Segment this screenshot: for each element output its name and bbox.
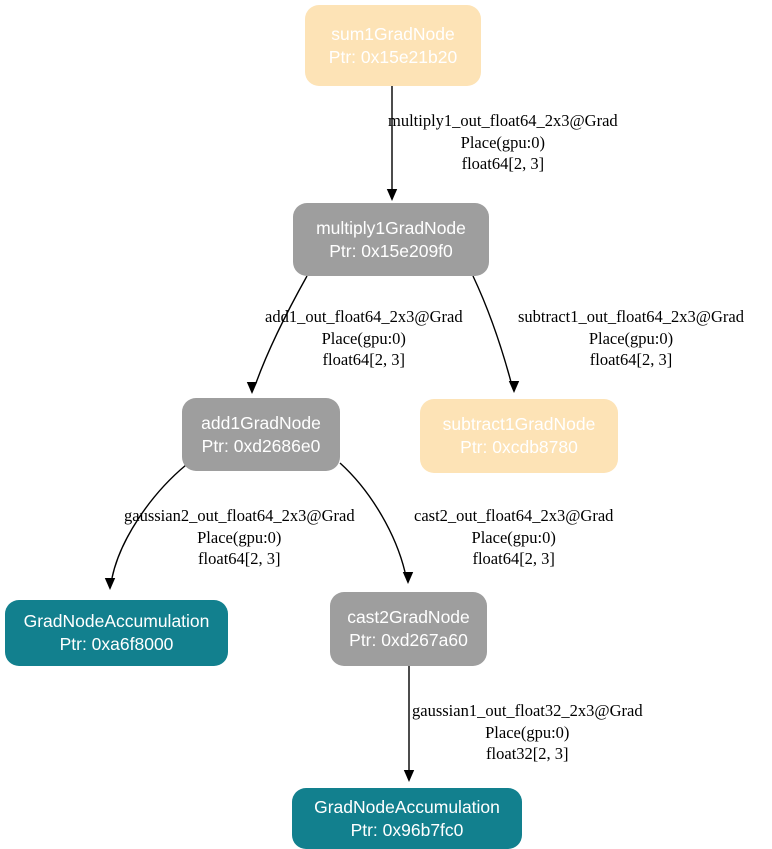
edge-label-tensor: cast2_out_float64_2x3@Grad: [414, 506, 614, 525]
arrowhead-e-multiply1-add1: [246, 382, 258, 394]
arrowhead-e-multiply1-subtract1: [508, 381, 520, 393]
node-name: GradNodeAccumulation: [23, 611, 210, 631]
edge-label-tensor: gaussian1_out_float32_2x3@Grad: [412, 701, 643, 720]
node-name: sum1GradNode: [331, 23, 455, 44]
arrowhead-e-add1-acc1: [104, 578, 116, 590]
edge-label-dtype: float32[2, 3]: [486, 744, 569, 763]
edge-label-place: Place(gpu:0): [471, 527, 556, 547]
node-pointer: Ptr: 0xd267a60: [349, 630, 468, 650]
edge-label-dtype: float64[2, 3]: [472, 549, 555, 568]
node-pointer: Ptr: 0xd2686e0: [201, 435, 321, 456]
arrowhead-e-cast2-acc2: [403, 770, 415, 782]
edge-e-multiply1-subtract1: [472, 275, 512, 383]
edge-label-dtype: float64[2, 3]: [198, 549, 281, 568]
node-pointer: Ptr: 0x15e209f0: [329, 240, 453, 261]
edge-label-tensor: multiply1_out_float64_2x3@Grad: [388, 111, 618, 130]
edge-label-place: Place(gpu:0): [460, 132, 545, 152]
node-name: add1GradNode: [201, 412, 321, 433]
edge-label-tensor: subtract1_out_float64_2x3@Grad: [518, 307, 744, 326]
edge-label-tensor: add1_out_float64_2x3@Grad: [265, 307, 463, 326]
edge-label-place: Place(gpu:0): [321, 328, 406, 348]
node-pointer: Ptr: 0xa6f8000: [59, 634, 174, 654]
edge-label-dtype: float64[2, 3]: [589, 350, 673, 369]
node-pointer: Ptr: 0x96b7fc0: [350, 819, 464, 840]
node-pointer: Ptr: 0x15e21b20: [328, 46, 458, 67]
edge-label-dtype: float64[2, 3]: [322, 350, 406, 369]
edge-label-tensor: gaussian2_out_float64_2x3@Grad: [124, 506, 355, 525]
arrowhead-e-add1-cast2: [402, 572, 414, 584]
node-name: GradNodeAccumulation: [314, 796, 500, 817]
edge-label-dtype: float64[2, 3]: [461, 154, 545, 173]
node-name: cast2GradNode: [347, 607, 470, 627]
edge-label-place: Place(gpu:0): [197, 527, 282, 547]
edge-label-place: Place(gpu:0): [485, 722, 570, 742]
node-name: multiply1GradNode: [316, 217, 466, 238]
arrowhead-e-sum1-multiply1: [386, 189, 398, 201]
edge-label-place: Place(gpu:0): [588, 328, 674, 348]
node-pointer: Ptr: 0xcdb8780: [460, 437, 578, 457]
node-name: subtract1GradNode: [442, 414, 596, 434]
